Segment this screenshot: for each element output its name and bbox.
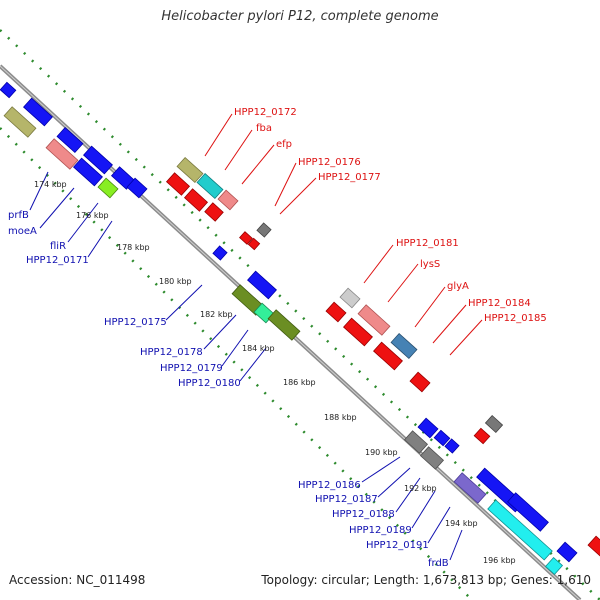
gene-label[interactable]: HPP12_0179	[160, 363, 223, 374]
gene-label[interactable]: HPP12_0178	[140, 347, 203, 358]
gene-label[interactable]: HPP12_0171	[26, 255, 89, 266]
kbp-label: 196 kbp	[483, 556, 516, 565]
gc-track-inner	[0, 127, 473, 600]
gene-label[interactable]: glyA	[447, 281, 469, 292]
gene-feature[interactable]	[83, 145, 113, 175]
kbp-label: 176 kbp	[76, 211, 109, 220]
gene-label[interactable]: HPP12_0189	[349, 525, 412, 536]
gene-feature[interactable]	[165, 172, 191, 196]
kbp-label: 178 kbp	[117, 243, 150, 252]
gene-feature[interactable]	[453, 472, 487, 504]
gene-feature[interactable]	[587, 535, 600, 557]
gene-label[interactable]: efp	[276, 139, 292, 150]
gene-feature[interactable]	[3, 106, 37, 138]
gene-feature[interactable]	[373, 341, 403, 371]
accession-text: Accession: NC_011498	[9, 573, 146, 587]
page-title: Helicobacter pylori P12, complete genome	[161, 9, 439, 24]
kbp-label: 190 kbp	[365, 448, 398, 457]
gene-feature[interactable]	[267, 309, 301, 341]
gene-label[interactable]: HPP12_0185	[484, 313, 547, 324]
gene-feature[interactable]	[73, 157, 103, 187]
gene-feature[interactable]	[484, 415, 504, 433]
gene-label[interactable]: HPP12_0177	[318, 172, 381, 183]
gene-label[interactable]: HPP12_0188	[332, 509, 395, 520]
kbp-label: 188 kbp	[324, 413, 357, 422]
gene-feature[interactable]	[176, 156, 204, 184]
gene-label[interactable]: moeA	[8, 226, 37, 237]
gene-label[interactable]: HPP12_0175	[104, 317, 167, 328]
gene-feature[interactable]	[544, 556, 564, 576]
gene-label[interactable]: HPP12_0184	[468, 298, 531, 309]
gene-feature[interactable]	[444, 438, 460, 454]
gene-feature[interactable]	[97, 177, 119, 199]
kbp-label: 174 kbp	[34, 180, 67, 189]
gene-feature[interactable]	[217, 189, 239, 211]
gene-feature[interactable]	[487, 499, 553, 561]
gene-label[interactable]: HPP12_0176	[298, 157, 361, 168]
gene-feature[interactable]	[204, 202, 224, 222]
gene-label[interactable]: HPP12_0180	[178, 378, 241, 389]
gene-label[interactable]: HPP12_0181	[396, 238, 459, 249]
kbp-label: 184 kbp	[242, 344, 275, 353]
gene-feature[interactable]	[507, 492, 549, 532]
forward-gene-features	[0, 81, 578, 576]
kbp-label: 182 kbp	[200, 310, 233, 319]
gene-feature[interactable]	[343, 317, 373, 347]
gene-feature[interactable]	[417, 417, 439, 439]
gene-label[interactable]: HPP12_0191	[366, 540, 429, 551]
gene-label[interactable]: frdB	[428, 558, 449, 569]
gene-feature[interactable]	[247, 237, 261, 251]
reverse-label-leaders	[204, 113, 483, 356]
gene-feature[interactable]	[56, 126, 84, 154]
gene-feature[interactable]	[325, 301, 347, 323]
gene-feature[interactable]	[0, 81, 17, 99]
gene-label[interactable]: fba	[256, 123, 272, 134]
forward-gene-labels: prfB moeA fliR HPP12_0171 HPP12_0175 HPP…	[8, 210, 449, 569]
kbp-label: 194 kbp	[445, 519, 478, 528]
gene-feature[interactable]	[126, 177, 148, 199]
gene-label[interactable]: prfB	[8, 210, 29, 221]
gene-label[interactable]: lysS	[420, 259, 440, 270]
gene-label[interactable]: HPP12_0187	[315, 494, 378, 505]
gene-feature[interactable]	[357, 304, 391, 336]
kbp-label: 192 kbp	[404, 484, 437, 493]
gene-feature[interactable]	[183, 188, 209, 212]
gene-label[interactable]: HPP12_0186	[298, 480, 361, 491]
reverse-gene-labels: HPP12_0172 fba efp HPP12_0176 HPP12_0177…	[234, 107, 547, 324]
gene-feature[interactable]	[419, 446, 445, 470]
kbp-label: 180 kbp	[159, 277, 192, 286]
gene-feature[interactable]	[409, 371, 431, 393]
gene-feature[interactable]	[473, 427, 491, 445]
gene-label[interactable]: fliR	[50, 241, 66, 252]
gene-feature[interactable]	[256, 222, 272, 238]
gene-feature[interactable]	[403, 430, 429, 454]
topology-text: Topology: circular; Length: 1,673,813 bp…	[261, 573, 591, 587]
gene-feature[interactable]	[247, 270, 277, 300]
gene-feature[interactable]	[212, 245, 228, 261]
gene-feature[interactable]	[390, 332, 418, 360]
kbp-label: 186 kbp	[283, 378, 316, 387]
gene-feature[interactable]	[433, 429, 451, 447]
gene-feature[interactable]	[23, 97, 53, 127]
gene-feature[interactable]	[239, 231, 253, 245]
gene-feature[interactable]	[45, 138, 79, 170]
kbp-scale-labels: 174 kbp 176 kbp 178 kbp 180 kbp 182 kbp …	[34, 180, 516, 565]
gene-feature[interactable]	[556, 541, 578, 563]
gene-feature[interactable]	[196, 172, 224, 200]
gene-feature[interactable]	[339, 287, 361, 309]
reverse-gene-features	[165, 156, 600, 557]
gene-label[interactable]: HPP12_0172	[234, 107, 297, 118]
forward-label-leaders	[29, 171, 463, 561]
